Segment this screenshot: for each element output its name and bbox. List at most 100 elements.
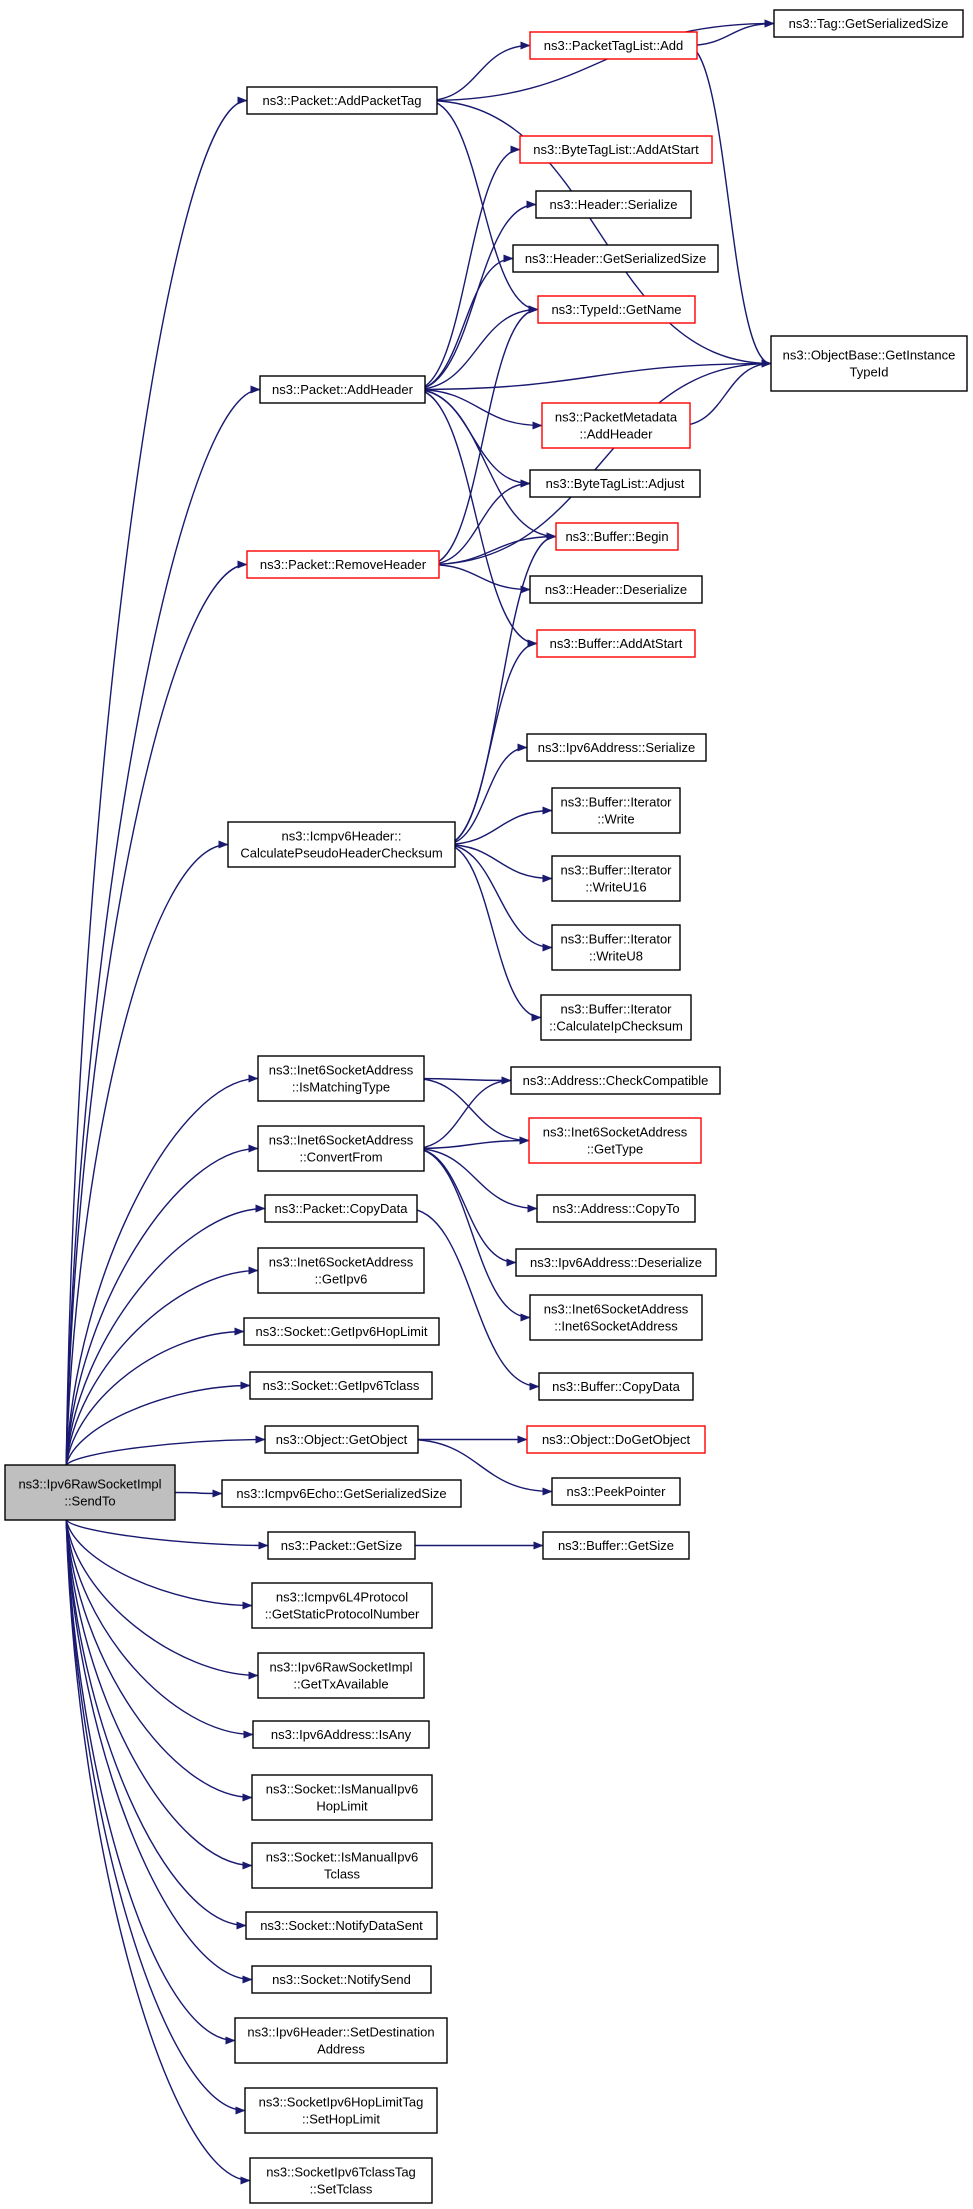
node-box: [535, 190, 692, 219]
node-headerGetSerSize[interactable]: ns3::Header::GetSerializedSize: [512, 244, 719, 273]
edge-line: [65, 1519, 254, 1739]
node-box: [526, 1425, 706, 1454]
node-addrCopyTo[interactable]: ns3::Address::CopyTo: [536, 1194, 696, 1223]
node-label: ns3::PeekPointer: [566, 1484, 666, 1499]
node-tagGetSerSize[interactable]: ns3::Tag::GetSerializedSize: [773, 9, 964, 38]
node-typeIdGetName[interactable]: ns3::TypeId::GetName: [537, 295, 696, 324]
node-addPacketTag[interactable]: ns3::Packet::AddPacketTag: [246, 86, 438, 115]
edge-objGetObject-to-peekPointer: [407, 1438, 553, 1496]
edge-root-to-inet6IsMatchingType: [65, 1074, 259, 1466]
edge-addPacketTag-to-tagGetSerSize: [426, 19, 775, 102]
edge-line: [65, 1519, 253, 1870]
edge-addPacketTag-to-objBaseGetInstTypeId: [426, 99, 772, 368]
edge-icmpCalcPseudo-to-bufItWriteU8: [444, 843, 553, 952]
node-sockNotifySend[interactable]: ns3::Socket::NotifySend: [251, 1965, 432, 1994]
node-inet6GetIpv6[interactable]: ns3::Inet6SocketAddress::GetIpv6: [257, 1247, 425, 1294]
node-label: ::WriteU16: [585, 880, 646, 895]
edge-root-to-hopTagSetHop: [65, 1519, 246, 2115]
node-label: ns3::Header::Serialize: [550, 197, 678, 212]
edge-line: [444, 743, 528, 846]
node-byteTagListAddAtStart[interactable]: ns3::ByteTagList::AddAtStart: [519, 135, 713, 164]
edge-root-to-sockIsManualTclass: [65, 1519, 253, 1870]
node-bufferCopyData[interactable]: ns3::Buffer::CopyData: [538, 1372, 694, 1401]
edge-root-to-sockGetIpv6HopLimit: [65, 1327, 245, 1466]
node-box: [770, 335, 968, 392]
node-icmpCalcPseudo[interactable]: ns3::Icmpv6Header::CalculatePseudoHeader…: [227, 821, 456, 868]
node-label: ns3::Inet6SocketAddress: [269, 1063, 414, 1078]
node-bufferBegin[interactable]: ns3::Buffer::Begin: [555, 522, 679, 551]
node-addrCheckCompat[interactable]: ns3::Address::CheckCompatible: [510, 1066, 721, 1095]
node-icmpL4GetStatic[interactable]: ns3::Icmpv6L4Protocol::GetStaticProtocol…: [251, 1582, 433, 1629]
node-bufItWriteU16[interactable]: ns3::Buffer::Iterator::WriteU16: [551, 855, 681, 902]
node-bufItWriteU8[interactable]: ns3::Buffer::Iterator::WriteU8: [551, 924, 681, 971]
edge-root-to-sockNotifyDataSent: [65, 1519, 247, 1930]
edge-line: [414, 388, 543, 430]
node-label: ns3::Packet::RemoveHeader: [260, 557, 427, 572]
node-box: [251, 1582, 433, 1629]
node-removeHeader[interactable]: ns3::Packet::RemoveHeader: [246, 550, 440, 579]
edge-inet6ConvertFrom-to-addrCheckCompat: [413, 1076, 512, 1150]
edge-root-to-sockIsManualHop: [65, 1519, 253, 1802]
node-objDoGetObject[interactable]: ns3::Object::DoGetObject: [526, 1425, 706, 1454]
node-label: ::ConvertFrom: [299, 1150, 382, 1165]
node-bufferAddAtStart[interactable]: ns3::Buffer::AddAtStart: [536, 629, 696, 658]
node-objGetObject[interactable]: ns3::Object::GetObject: [264, 1425, 419, 1454]
node-label: ::SendTo: [64, 1494, 115, 1509]
node-label: ns3::Tag::GetSerializedSize: [789, 16, 949, 31]
node-inet6GetType[interactable]: ns3::Inet6SocketAddress::GetType: [528, 1117, 702, 1164]
node-inet6IsMatchingType[interactable]: ns3::Inet6SocketAddress::IsMatchingType: [257, 1055, 425, 1102]
edge-line: [414, 388, 557, 541]
node-sockGetIpv6Tclass[interactable]: ns3::Socket::GetIpv6Tclass: [249, 1371, 433, 1400]
node-box: [234, 2017, 448, 2064]
edge-removeHeader-to-headerDeserialize: [428, 563, 531, 594]
edge-addHeader-to-typeIdGetName: [414, 305, 539, 391]
edge-icmpCalcPseudo-to-bufferAddAtStart: [444, 639, 538, 846]
node-pktMetaAddHeader[interactable]: ns3::PacketMetadata::AddHeader: [541, 402, 691, 449]
node-packetGetSize[interactable]: ns3::Packet::GetSize: [267, 1531, 416, 1560]
node-headerSerialize[interactable]: ns3::Header::Serialize: [535, 190, 692, 219]
node-sockNotifyDataSent[interactable]: ns3::Socket::NotifyDataSent: [245, 1911, 438, 1940]
node-inet6Ctor[interactable]: ns3::Inet6SocketAddress::Inet6SocketAddr…: [529, 1294, 703, 1341]
node-headerDeserialize[interactable]: ns3::Header::Deserialize: [529, 575, 703, 604]
node-icmpEchoGetSerSize[interactable]: ns3::Icmpv6Echo::GetSerializedSize: [221, 1479, 462, 1508]
node-addHeader[interactable]: ns3::Packet::AddHeader: [259, 375, 426, 404]
node-bufferGetSize[interactable]: ns3::Buffer::GetSize: [542, 1531, 690, 1560]
node-sockGetIpv6HopLimit[interactable]: ns3::Socket::GetIpv6HopLimit: [243, 1317, 440, 1346]
node-label: ns3::Ipv6Address::Serialize: [538, 740, 696, 755]
node-ipv6AddrIsAny[interactable]: ns3::Ipv6Address::IsAny: [252, 1720, 430, 1749]
node-label: ns3::Buffer::Iterator: [560, 795, 672, 810]
node-box: [249, 1371, 433, 1400]
node-box: [245, 1911, 438, 1940]
edge-root-to-objGetObject: [65, 1435, 266, 1466]
edge-inet6IsMatchingType-to-inet6GetType: [413, 1077, 530, 1145]
node-packetTagListAdd[interactable]: ns3::PacketTagList::Add: [529, 31, 698, 60]
node-box: [551, 924, 681, 971]
edge-root-to-tclassTagSetTclass: [65, 1519, 251, 2185]
node-peekPointer[interactable]: ns3::PeekPointer: [551, 1477, 681, 1506]
node-label: ns3::ByteTagList::Adjust: [546, 476, 685, 491]
edge-root-to-addPacketTag: [65, 96, 248, 1466]
edge-line: [65, 1519, 251, 2185]
node-label: ns3::Socket::GetIpv6HopLimit: [256, 1324, 428, 1339]
node-inet6ConvertFrom[interactable]: ns3::Inet6SocketAddress::ConvertFrom: [257, 1125, 425, 1172]
node-tclassTagSetTclass[interactable]: ns3::SocketIpv6TclassTag::SetTclass: [249, 2157, 433, 2204]
node-byteTagListAdjust[interactable]: ns3::ByteTagList::Adjust: [529, 469, 701, 498]
node-label: CalculatePseudoHeaderChecksum: [240, 846, 442, 861]
node-rawGetTxAvail[interactable]: ns3::Ipv6RawSocketImpl::GetTxAvailable: [257, 1652, 425, 1699]
node-box: [510, 1066, 721, 1095]
node-ipv6AddrDeserialize[interactable]: ns3::Ipv6Address::Deserialize: [515, 1248, 717, 1277]
edge-inet6ConvertFrom-to-ipv6AddrDeserialize: [413, 1147, 517, 1267]
node-packetCopyData[interactable]: ns3::Packet::CopyData: [264, 1194, 418, 1223]
node-bufItCalcIpChk[interactable]: ns3::Buffer::Iterator::CalculateIpChecks…: [540, 994, 692, 1041]
edge-line: [413, 1076, 512, 1150]
node-hopTagSetHop[interactable]: ns3::SocketIpv6HopLimitTag::SetHopLimit: [244, 2087, 438, 2134]
node-box: [227, 821, 456, 868]
node-box: [538, 1372, 694, 1401]
node-ipv6AddrSerialize[interactable]: ns3::Ipv6Address::Serialize: [526, 733, 707, 762]
edge-line: [426, 19, 775, 102]
node-bufItWrite[interactable]: ns3::Buffer::Iterator::Write: [551, 787, 681, 834]
